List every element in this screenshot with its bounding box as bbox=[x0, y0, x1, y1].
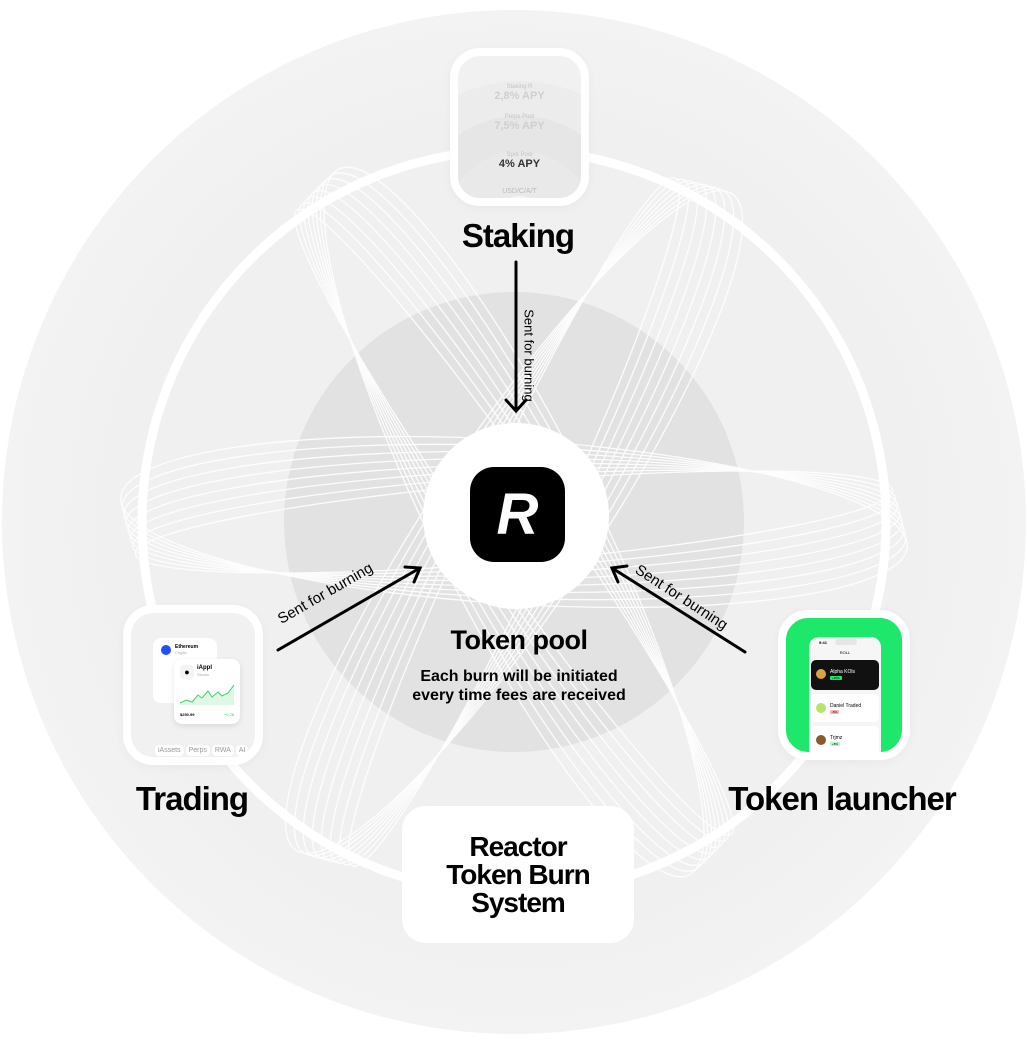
tab-perps[interactable]: Perps bbox=[185, 745, 210, 756]
subtitle-line: Each burn will be initiated bbox=[420, 668, 618, 685]
logo-letter: R bbox=[496, 482, 539, 547]
token-badge: -5% bbox=[830, 710, 840, 714]
arrow-left bbox=[276, 566, 422, 652]
phone-time: 9:41 bbox=[819, 640, 828, 645]
tab-ai[interactable]: AI bbox=[235, 745, 249, 756]
staking-card: Staking R 2,8% APY Perps Pool 7,5% APY S… bbox=[450, 48, 589, 206]
reactor-logo: R bbox=[470, 467, 565, 562]
price-chart bbox=[180, 684, 234, 705]
tab-iassets[interactable]: iAssets bbox=[155, 745, 184, 756]
token-name: Daniel Traded bbox=[830, 703, 862, 709]
system-title-box: Reactor Token Burn System bbox=[402, 806, 634, 943]
ethereum-icon bbox=[161, 645, 171, 655]
phone-mockup: 9:41 ROLL Alpha KOls +15% Daniel Traded … bbox=[809, 637, 881, 752]
tier-apy: 7,5% APY bbox=[494, 120, 545, 132]
screen-title: ROLL bbox=[839, 650, 851, 655]
base-asset: USD/C/A/T bbox=[502, 188, 537, 195]
tier-name: Staking R bbox=[506, 84, 533, 90]
arrow-top-label: Sent for burning bbox=[521, 309, 537, 402]
asset-change: +0.28 bbox=[223, 712, 234, 717]
tier-name: Perps Pool bbox=[504, 114, 535, 120]
arrows bbox=[276, 260, 747, 654]
asset-name: Ethereum bbox=[175, 644, 199, 650]
token-item[interactable]: Alpha KOls +15% bbox=[811, 660, 879, 690]
token-pool-title: Token pool bbox=[450, 625, 589, 655]
token-item[interactable]: Trjmz +8% bbox=[811, 726, 879, 752]
system-title-line: Reactor bbox=[469, 830, 567, 862]
tier-name: Spot Pool bbox=[506, 152, 533, 158]
asset-card-iappl: ● iAppl Stocks $250.99 +0.28 bbox=[174, 659, 240, 724]
system-title-line: Token Burn bbox=[446, 858, 590, 890]
token-item[interactable]: Daniel Traded -5% bbox=[811, 694, 879, 722]
token-badge: +15% bbox=[830, 676, 842, 680]
staking-arcs bbox=[458, 81, 581, 198]
trading-card: Ethereum Crypto ● iAppl Stocks $250.99 +… bbox=[123, 605, 263, 765]
token-name: Alpha KOls bbox=[830, 669, 856, 675]
asset-price: $250.99 bbox=[180, 712, 195, 717]
tab-rwa[interactable]: RWA bbox=[211, 745, 234, 756]
arrow-right bbox=[610, 566, 747, 654]
token-launcher-label: Token launcher bbox=[728, 780, 956, 817]
asset-sub: Crypto bbox=[175, 650, 187, 655]
tier-apy: 2,8% APY bbox=[494, 90, 545, 102]
tier-apy: 4% APY bbox=[498, 158, 541, 170]
asset-sub: Stocks bbox=[197, 672, 210, 677]
apple-icon: ● bbox=[180, 665, 194, 679]
subtitle-line: every time fees are received bbox=[412, 687, 626, 704]
token-pool-subtitle: Each burn will be initiated every time f… bbox=[380, 667, 658, 705]
token-badge: +8% bbox=[830, 742, 841, 746]
trading-label: Trading bbox=[135, 780, 249, 817]
token-launcher-card: 9:41 ROLL Alpha KOls +15% Daniel Traded … bbox=[778, 610, 910, 760]
staking-label: Staking bbox=[461, 217, 575, 254]
system-title-line: System bbox=[471, 886, 566, 918]
token-name: Trjmz bbox=[830, 735, 843, 741]
asset-name: iAppl bbox=[197, 665, 212, 671]
